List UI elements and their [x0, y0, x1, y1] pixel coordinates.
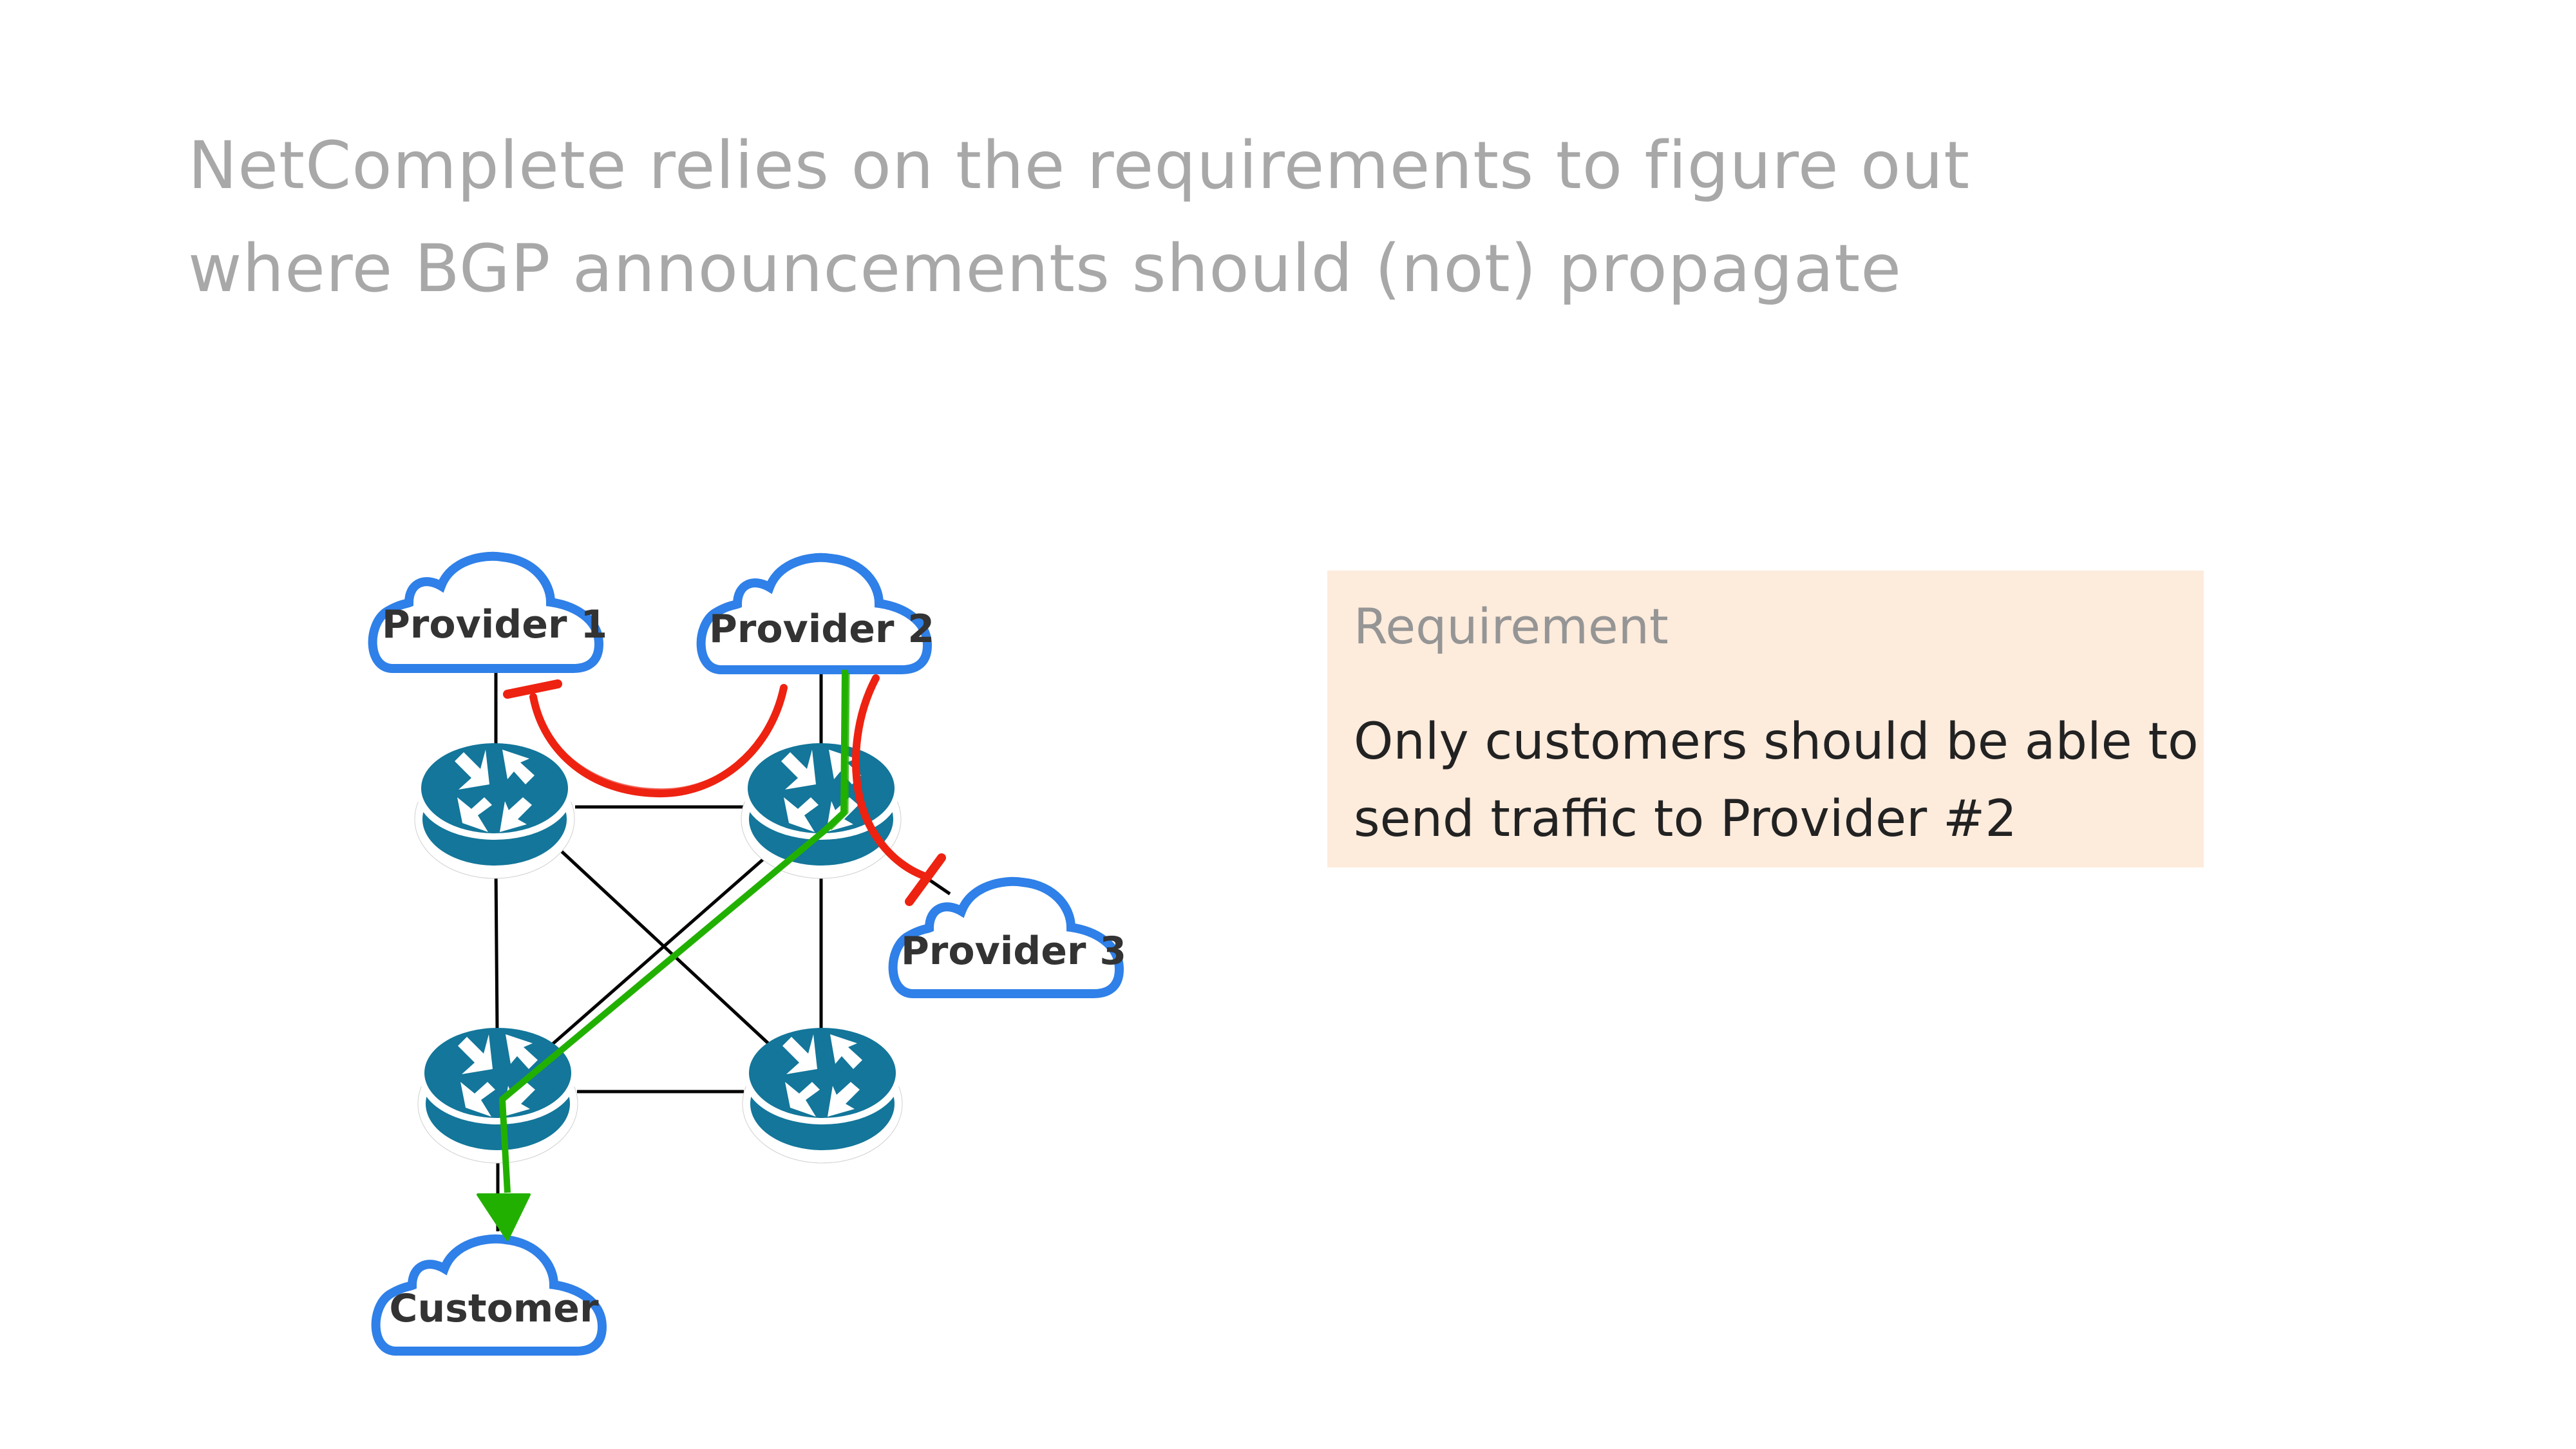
link-left-routers — [494, 867, 499, 1031]
link-diag-tr-bl — [551, 855, 768, 1046]
cloud-provider1: Provider 1 — [373, 556, 607, 668]
router-icon — [742, 1027, 903, 1164]
cloud-label: Customer — [389, 1286, 599, 1331]
cloud-label: Provider 1 — [382, 602, 607, 647]
title-line-2: where BGP announcements should (not) pro… — [188, 231, 1902, 307]
slide-title: NetComplete relies on the requirements t… — [188, 115, 1970, 321]
requirement-line-2: send traffic to Provider #2 — [1354, 790, 2017, 848]
router-icon — [417, 1027, 578, 1164]
block-bar — [905, 853, 946, 906]
cloud-provider3: Provider 3 — [893, 882, 1126, 994]
block-bar — [503, 679, 562, 699]
link-diag-tl-br — [560, 850, 771, 1046]
cloud-provider2: Provider 2 — [701, 558, 934, 670]
blocked-path-provider2-provider1 — [503, 679, 788, 798]
router-icon — [414, 743, 575, 879]
arrowhead-icon — [477, 1193, 531, 1241]
blocked-path-provider2-provider3 — [852, 674, 946, 906]
title-line-1: NetComplete relies on the requirements t… — [188, 128, 1971, 204]
router-icon — [741, 743, 902, 879]
requirement-label: Requirement — [1354, 598, 1669, 655]
allowed-path-provider2-customer — [477, 669, 850, 1241]
cloud-customer: Customer — [376, 1239, 602, 1351]
cloud-label: Provider 3 — [901, 929, 1126, 974]
links — [494, 673, 951, 1231]
cloud-label: Provider 2 — [709, 607, 934, 652]
requirement-box: Requirement Only customers should be abl… — [1327, 571, 2204, 867]
requirement-text: Only customers should be able to send tr… — [1354, 703, 2199, 858]
requirement-line-1: Only customers should be able to — [1354, 713, 2199, 771]
